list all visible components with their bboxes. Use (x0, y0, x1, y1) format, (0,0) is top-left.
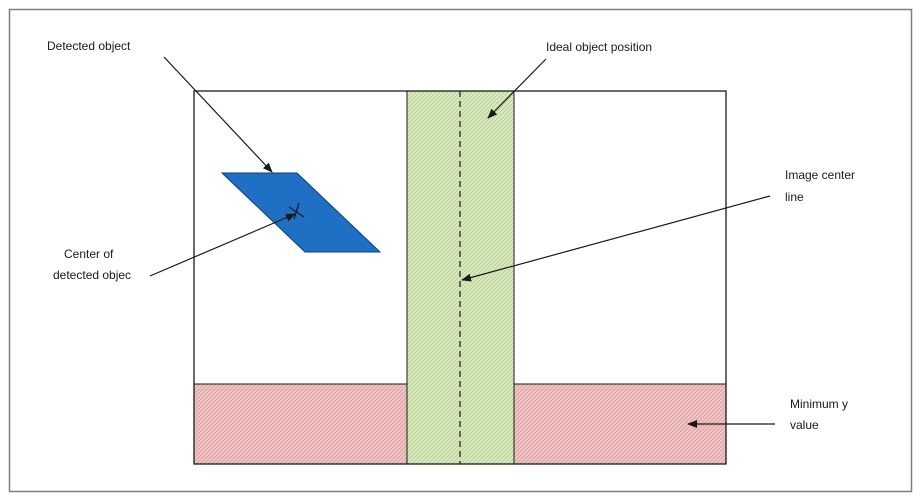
label-minimum-y-2: value (790, 418, 819, 432)
label-minimum-y-1: Minimum y (790, 397, 848, 411)
label-detected-object: Detected object (47, 39, 131, 53)
arrow-image-center-line (461, 195, 771, 282)
label-center-detected-2: detected objec (53, 268, 131, 282)
detected-object (220, 172, 382, 253)
label-image-center-line-2: line (785, 190, 804, 204)
arrow-detected-object (163, 56, 273, 173)
label-center-detected-1: Center of (64, 247, 114, 261)
arrow-center-detected-object (149, 213, 296, 277)
arrow-ideal-position (487, 58, 547, 119)
label-image-center-line-1: Image center (785, 168, 855, 182)
minimum-y-zone-left (194, 384, 407, 464)
label-ideal-object-position: Ideal object position (546, 40, 652, 54)
